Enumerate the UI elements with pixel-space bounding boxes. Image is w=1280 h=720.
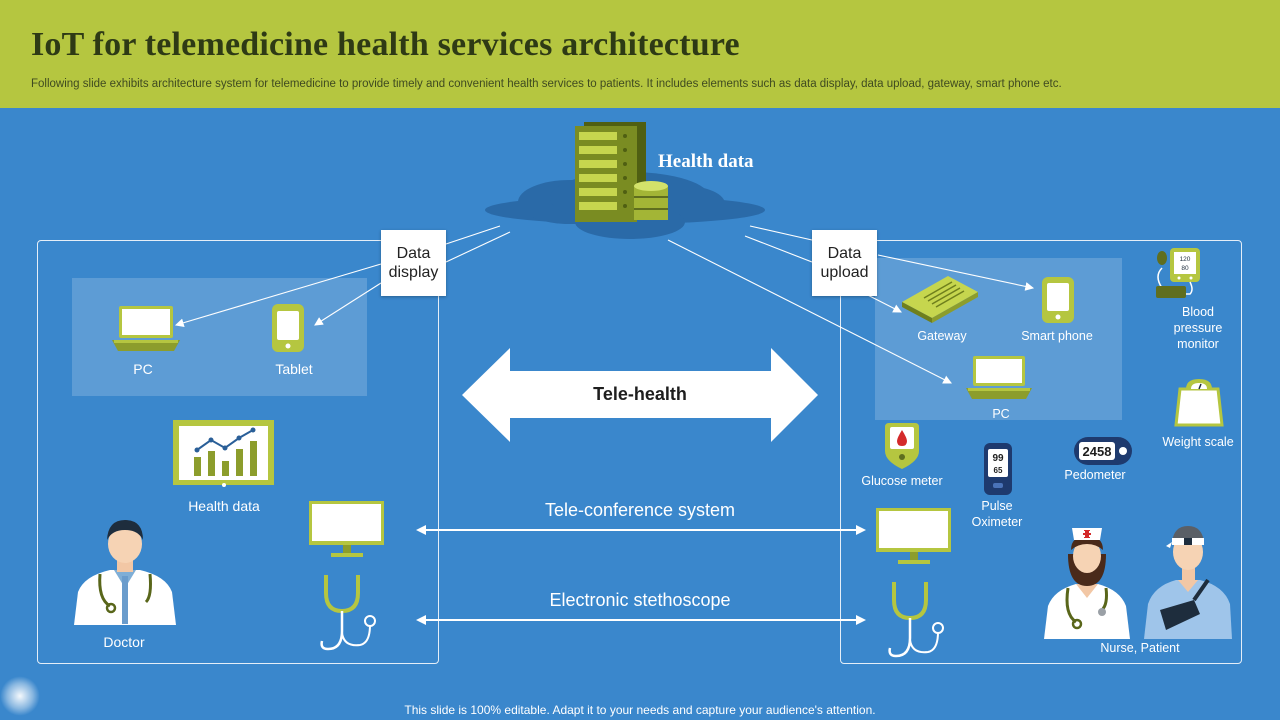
tele-health-label: Tele-health — [593, 384, 687, 404]
health-data-label: Health data — [188, 498, 260, 514]
decorative-glow — [0, 676, 40, 716]
monitor-icon-left — [309, 501, 384, 557]
pc-label-left: PC — [133, 361, 153, 377]
page-title: IoT for telemedicine health services arc… — [31, 26, 740, 63]
data-upload-box: Data upload — [812, 230, 877, 296]
stethoscope-icon-right — [888, 582, 944, 658]
glucose-meter-icon — [885, 423, 919, 469]
cloud-server-icon — [485, 122, 765, 239]
health-data-chart-icon — [173, 420, 274, 487]
right-panel — [840, 240, 1242, 664]
header-bar — [0, 0, 1280, 108]
tablet-icon — [272, 304, 304, 352]
page-subtitle: Following slide exhibits architecture sy… — [31, 78, 1062, 90]
pulse-oximeter-icon: 99 65 — [984, 443, 1012, 495]
pedometer-icon: 2458 — [1074, 437, 1132, 465]
tele-health-arrow — [462, 348, 818, 442]
smartphone-icon — [1042, 277, 1074, 323]
blood-pressure-monitor-icon: 120 80 — [1156, 248, 1200, 298]
stethoscope-label: Electronic stethoscope — [549, 590, 731, 610]
doctor-icon — [74, 520, 176, 625]
patient-icon — [1144, 526, 1232, 639]
tablet-label: Tablet — [275, 361, 313, 377]
laptop-icon-right — [966, 356, 1032, 399]
oximeter-value-1: 99 — [992, 453, 1004, 464]
laptop-icon — [112, 306, 180, 351]
monitor-icon-right — [876, 508, 951, 564]
smartphone-label: Smart phone — [1021, 329, 1093, 343]
stethoscope-icon-left — [320, 575, 376, 651]
glucose-meter-label: Glucose meter — [861, 474, 943, 488]
footer-note: This slide is 100% editable. Adapt it to… — [404, 703, 876, 717]
doctor-label: Doctor — [103, 634, 145, 650]
bp-monitor-label: Blood pressure monitor — [1173, 305, 1223, 351]
bp-value-bottom: 80 — [1181, 265, 1189, 272]
gateway-icon — [902, 276, 978, 323]
pulse-oximeter-label: Pulse Oximeter — [971, 499, 1023, 529]
nurse-icon — [1044, 528, 1130, 639]
pedometer-value: 2458 — [1083, 444, 1112, 459]
left-panel — [37, 240, 439, 664]
cloud-label: Health data — [658, 151, 754, 172]
oximeter-value-2: 65 — [994, 466, 1003, 475]
data-display-label: Data display — [388, 245, 439, 281]
tele-conference-label: Tele-conference system — [544, 500, 736, 520]
weight-scale-icon — [1174, 379, 1224, 427]
weight-scale-label: Weight scale — [1162, 435, 1234, 449]
pedometer-label: Pedometer — [1064, 468, 1126, 482]
pc-label-right: PC — [992, 407, 1010, 421]
data-display-box: Data display — [381, 230, 446, 296]
data-upload-label: Data upload — [820, 245, 869, 281]
nurse-patient-label: Nurse, Patient — [1100, 641, 1180, 655]
bp-value-top: 120 — [1180, 256, 1191, 263]
gateway-label: Gateway — [917, 329, 967, 343]
